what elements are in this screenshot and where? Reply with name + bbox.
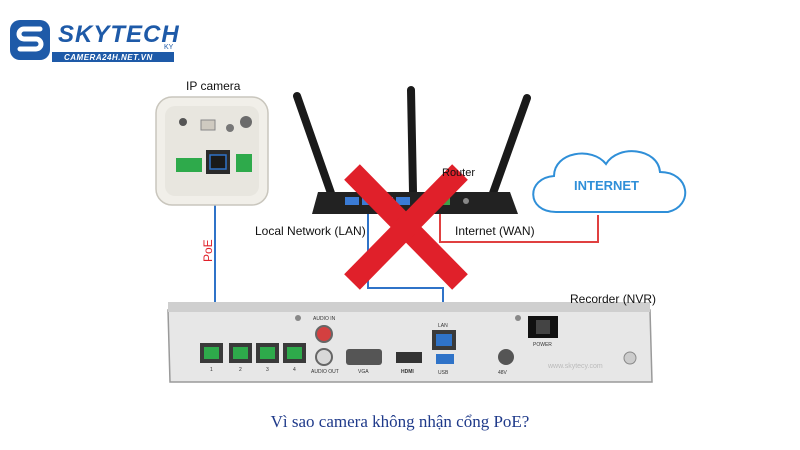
- logo-brand-name: SKYTECH: [58, 21, 180, 48]
- nvr-audio-in-label: AUDIO IN: [313, 316, 336, 322]
- nvr-dc-label: 48V: [498, 370, 508, 376]
- ip-camera-label: IP camera: [186, 79, 241, 93]
- logo-s-icon: [10, 20, 174, 62]
- nvr-lan-label: LAN: [438, 323, 448, 329]
- nvr-power-label: POWER: [533, 342, 552, 348]
- poe-label: PoE: [201, 239, 215, 262]
- nvr-audio-out-label: AUDIO OUT: [311, 369, 339, 375]
- router-label: Router: [442, 167, 475, 179]
- internet-label: INTERNET: [574, 178, 639, 193]
- nvr-port-4: 4: [293, 367, 296, 373]
- nvr-usb-label: USB: [438, 370, 449, 376]
- wan-link: [439, 205, 599, 243]
- brand-logo: SKYTECH KY CAMERA24H.NET.VN: [8, 16, 180, 66]
- nvr-vga-label: VGA: [358, 369, 369, 375]
- router: [293, 86, 531, 214]
- nvr-port-1: 1: [210, 367, 213, 373]
- nvr-port-2: 2: [239, 367, 242, 373]
- nvr-watermark: www.skytecy.com: [547, 363, 603, 370]
- nvr-label: Recorder (NVR): [570, 292, 656, 306]
- lan-label: Local Network (LAN): [255, 224, 366, 238]
- caption: Vì sao camera không nhận cổng PoE?: [270, 412, 530, 431]
- wan-label: Internet (WAN): [455, 224, 535, 238]
- ip-camera: [155, 96, 269, 206]
- internet-cloud-icon: [532, 150, 687, 213]
- blocked-cross-icon: [344, 164, 468, 290]
- logo-website: CAMERA24H.NET.VN: [64, 53, 153, 62]
- logo-suffix: KY: [164, 44, 174, 51]
- nvr-hdmi-label: HDMI: [401, 369, 414, 375]
- nvr-recorder: [167, 302, 653, 383]
- nvr-port-3: 3: [266, 367, 269, 373]
